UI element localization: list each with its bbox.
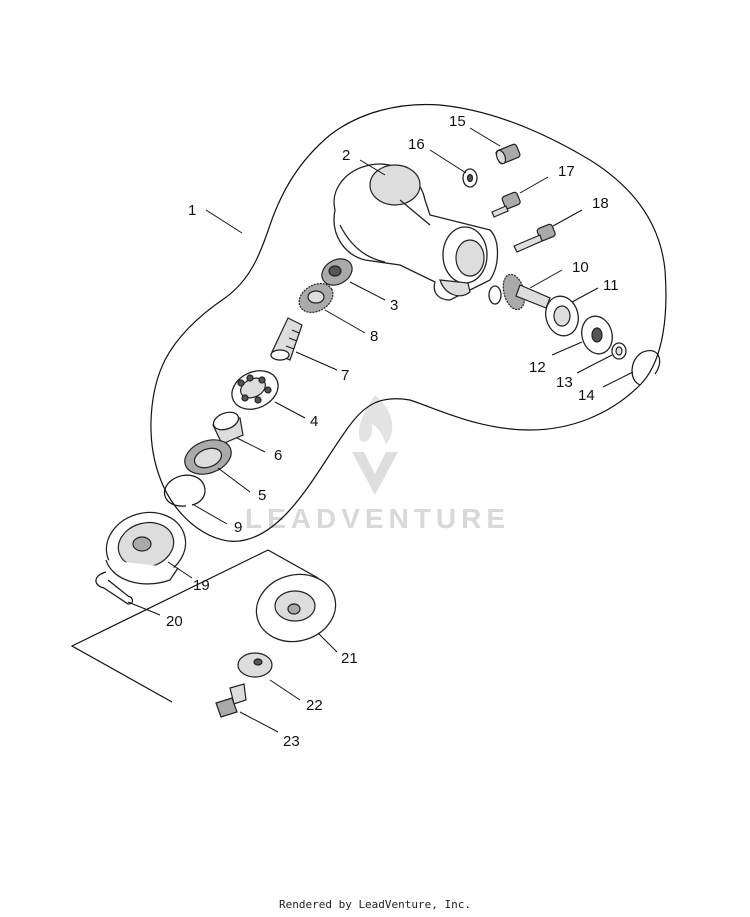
watermark-text: LEADVENTURE [245,503,510,534]
bolt-23-part [215,683,247,718]
circlip-9-part [163,474,206,507]
callout-8: 8 [370,328,378,345]
seal-5-part [184,439,232,475]
bearing-12-part [581,315,613,355]
callout-21: 21 [341,650,358,667]
holder-21-part [255,573,337,643]
callout-11: 11 [603,277,619,294]
callout-14: 14 [578,387,595,404]
callout-7: 7 [341,367,349,384]
watermark: LEADVENTURE [245,395,510,534]
callout-1: 1 [188,202,196,219]
sleeve-6-part [212,411,244,445]
callout-3: 3 [390,297,398,314]
callout-5: 5 [258,487,266,504]
bearing-11-part [545,295,579,337]
callout-9: 9 [234,519,242,536]
callout-15: 15 [449,113,466,130]
washer-22-part [237,652,273,678]
clip-20-part [95,571,134,605]
washer-13-part [611,342,627,360]
callout-labels: 1 2 3 4 5 6 7 8 9 10 11 12 13 14 15 16 1… [166,113,619,750]
cover-19-part [105,511,187,585]
callout-12: 12 [529,359,546,376]
hardware-group-bracket [70,549,319,703]
screw-17-part [491,191,521,218]
callout-19: 19 [193,577,210,594]
callout-16: 16 [408,136,425,153]
callout-23: 23 [283,733,300,750]
callout-6: 6 [274,447,282,464]
callout-4: 4 [310,413,318,430]
screw-18-part [513,223,556,253]
gear-housing-part [333,163,502,305]
bolt-15-part [495,143,521,165]
leader-lines [127,127,634,733]
callout-20: 20 [166,613,183,630]
gear-8-part [298,282,334,314]
watermark-v-icon [352,452,398,495]
pinion-shaft-7-part [270,317,303,361]
footer-credit: Rendered by LeadVenture, Inc. [278,898,472,911]
callout-17: 17 [558,163,575,180]
watermark-flame-icon [358,395,393,445]
callout-18: 18 [592,195,609,212]
bearing-3-part [321,258,353,286]
callout-13: 13 [556,374,573,391]
gear-10-part [502,273,551,311]
assembly-outline [150,103,667,542]
ball-bearing-4-part [231,370,279,410]
circlip-14-part [631,350,661,386]
callout-22: 22 [306,697,323,714]
callout-10: 10 [572,259,589,276]
callout-2: 2 [342,147,350,164]
washer-16-part [462,168,478,188]
